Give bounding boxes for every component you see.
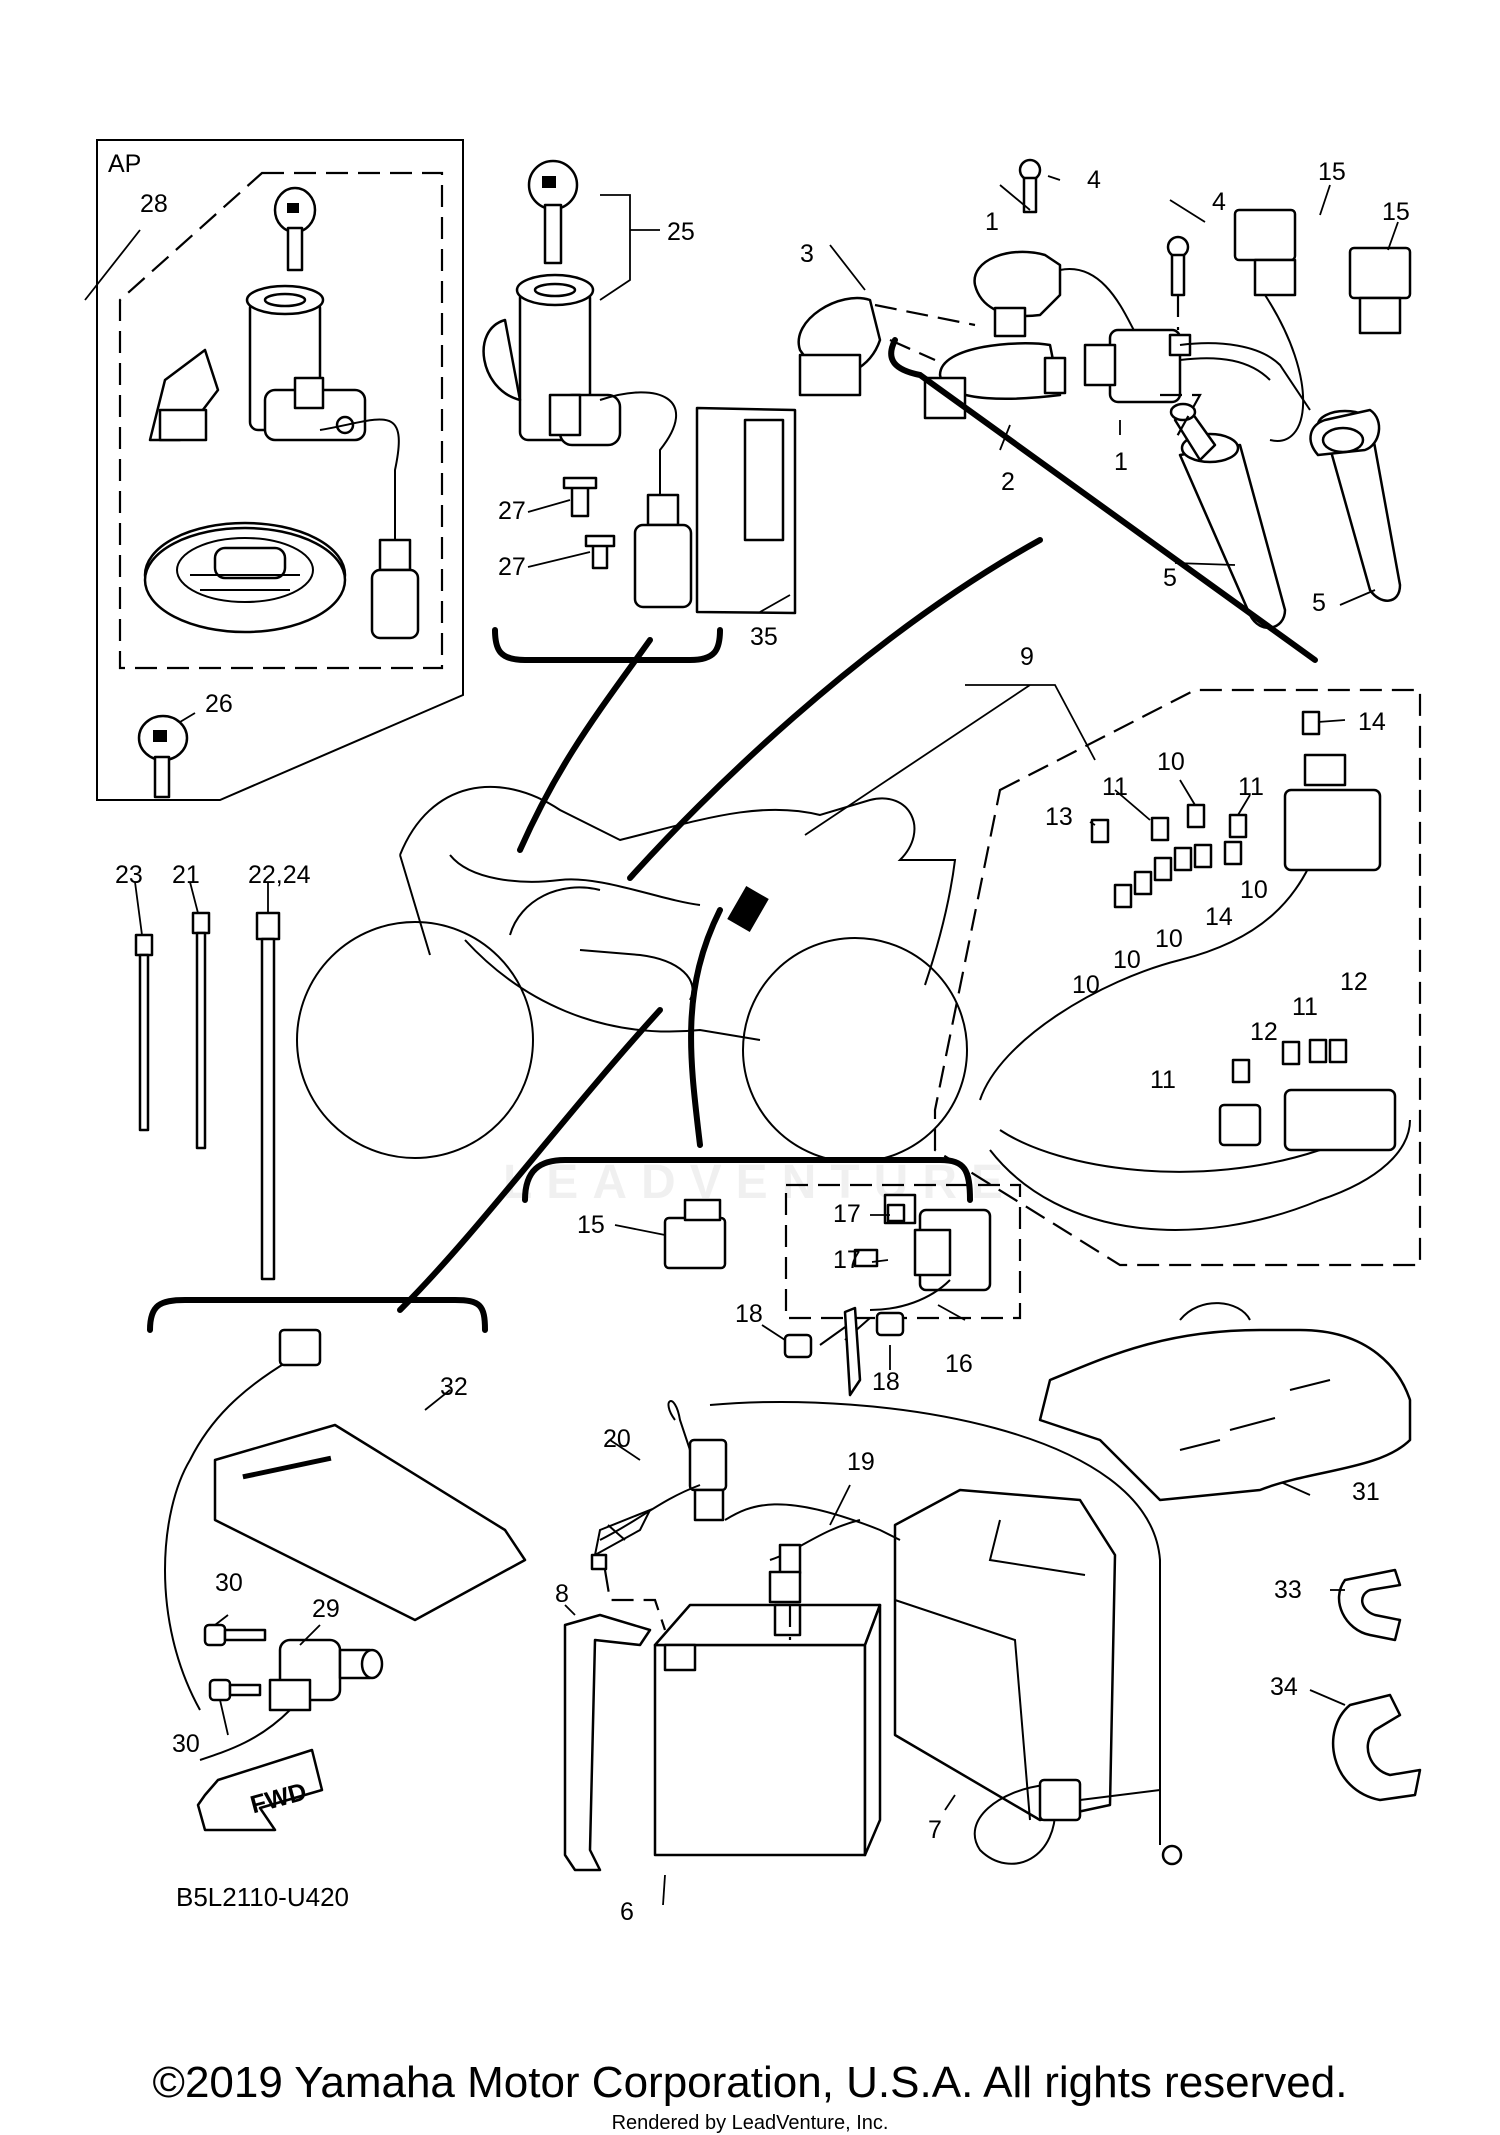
screw-27a-icon [562, 476, 598, 518]
ignition-coil-group [797, 158, 1402, 663]
callout-29: 29 [312, 1595, 340, 1623]
fuse-set-icon [1090, 710, 1348, 1084]
callout-12a: 12 [1340, 968, 1368, 996]
callout-20: 20 [603, 1425, 631, 1453]
key-25-icon [527, 159, 579, 265]
callout-21: 21 [172, 861, 200, 889]
relay-15-top-icon [1233, 184, 1412, 335]
callout-33: 33 [1274, 1576, 1302, 1604]
insulator-32-icon [164, 1328, 527, 1711]
bolt-18-icons [761, 1306, 905, 1397]
callout-6: 6 [620, 1898, 634, 1926]
callout-23: 23 [115, 861, 143, 889]
copyright-notice: ©2019 Yamaha Motor Corporation, U.S.A. A… [152, 2058, 1348, 2107]
motorcycle-outline [296, 537, 1043, 1313]
rendered-by-notice: Rendered by LeadVenture, Inc. [611, 2112, 889, 2134]
callout-10d: 10 [1113, 946, 1141, 974]
callout-18b: 18 [872, 1368, 900, 1396]
callout-15a: 15 [1318, 158, 1346, 186]
clamp-33-icon [1330, 1568, 1402, 1642]
callout-22-24: 22,24 [248, 861, 311, 889]
callout-10a: 10 [1157, 748, 1185, 776]
screw-30a-icon [203, 1623, 267, 1647]
diagram-code: B5L2110-U420 [176, 1882, 349, 1912]
screw-30b-icon [208, 1678, 262, 1702]
callout-18a: 18 [735, 1300, 763, 1328]
bracket-31-icon [1038, 1302, 1412, 1502]
callout-14a: 14 [1358, 708, 1386, 736]
sensor-29-icon [199, 1614, 384, 1761]
plug-cap-5b-icon [1309, 408, 1402, 602]
callout-16: 16 [945, 1350, 973, 1378]
callout-4a: 4 [1087, 166, 1101, 194]
callout-25: 25 [667, 218, 695, 246]
bolt-4a-icon [1018, 158, 1042, 214]
key-icon [273, 186, 317, 272]
callout-32: 32 [440, 1373, 468, 1401]
callout-5b: 5 [1312, 589, 1326, 617]
callout-30b: 30 [172, 1730, 200, 1758]
main-switch-assy [482, 159, 723, 663]
leadventure-watermark: LEADVENTURE [502, 1156, 1018, 1209]
callout-17a: 17 [833, 1200, 861, 1228]
callout-15c: 15 [577, 1211, 605, 1239]
callout-1a: 1 [985, 208, 999, 236]
callout-13: 13 [1045, 803, 1073, 831]
callout-7: 7 [928, 1816, 942, 1844]
seat-lock-icon [148, 348, 220, 442]
fuel-cap-icon [143, 521, 347, 634]
callout-12b: 12 [1250, 1018, 1278, 1046]
ap-kit-box: AP [84, 139, 464, 801]
harness-box [804, 684, 1422, 1267]
callout-28: 28 [140, 190, 168, 218]
callout-34: 34 [1270, 1673, 1298, 1701]
callout-11c: 11 [1292, 993, 1318, 1021]
caution-label-icon [695, 406, 797, 615]
callout-31: 31 [1352, 1478, 1380, 1506]
callout-10e: 10 [1072, 971, 1100, 999]
cable-ties [134, 881, 281, 1281]
callout-15b: 15 [1382, 198, 1410, 226]
callout-1b: 1 [1114, 448, 1128, 476]
callout-11d: 11 [1150, 1066, 1176, 1094]
battery-group [563, 1400, 1311, 1906]
fwd-arrow-icon: FWD [196, 1748, 324, 1832]
clamp-34-icon [1309, 1689, 1422, 1802]
callout-5a: 5 [1163, 564, 1177, 592]
callout-11a: 11 [1102, 773, 1128, 801]
callout-10c: 10 [1155, 925, 1183, 953]
ap-label: AP [108, 150, 141, 178]
callout-19: 19 [847, 1448, 875, 1476]
callout-9: 9 [1020, 643, 1034, 671]
callout-35: 35 [750, 623, 778, 651]
callout-4b: 4 [1212, 188, 1226, 216]
callout-27b: 27 [498, 553, 526, 581]
relay-unit-group [147, 1157, 1022, 1333]
callout-11b: 11 [1238, 773, 1264, 801]
callout-3: 3 [800, 240, 814, 268]
callout-labels: 1 1 2 3 4 4 5 5 6 7 8 9 10 10 10 10 10 1… [115, 158, 1410, 1926]
callout-27a: 27 [498, 497, 526, 525]
callout-2: 2 [1001, 468, 1015, 496]
callout-30a: 30 [215, 1569, 243, 1597]
callout-26: 26 [205, 690, 233, 718]
plug-cap-5a-icon [1169, 402, 1287, 629]
callout-17b: 17 [833, 1246, 861, 1274]
main-switch-icon [245, 284, 420, 640]
key-26-icon [137, 714, 189, 799]
callout-8: 8 [555, 1580, 569, 1608]
callout-10b: 10 [1240, 876, 1268, 904]
screw-27b-icon [584, 534, 616, 570]
callout-14b: 14 [1205, 903, 1233, 931]
bolt-4b-icon [1166, 235, 1190, 297]
